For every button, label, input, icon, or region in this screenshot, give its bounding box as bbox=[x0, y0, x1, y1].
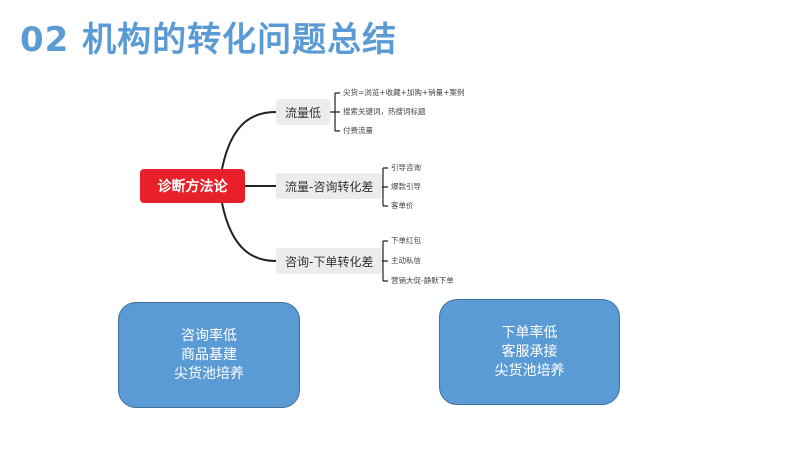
summary-box-inquiry: 咨询率低 商品基建 尖货池培养 bbox=[118, 302, 300, 408]
leaf-1-3: 付费流量 bbox=[343, 126, 373, 135]
leaf-3-2: 主动私信 bbox=[391, 256, 421, 265]
summary-box-inquiry-line-3: 尖货池培养 bbox=[174, 365, 244, 382]
summary-box-inquiry-line-1: 咨询率低 bbox=[181, 327, 237, 344]
leaf-2-3: 客单价 bbox=[391, 201, 414, 210]
summary-box-inquiry-line-2: 商品基建 bbox=[181, 346, 237, 363]
leaf-3-3: 营销大促-静默下单 bbox=[391, 276, 454, 285]
summary-box-order: 下单率低 客服承接 尖货池培养 bbox=[439, 299, 620, 405]
branch-inquiry-order: 咨询-下单转化差 bbox=[276, 248, 383, 274]
connector-root-branch-1 bbox=[221, 111, 277, 170]
leaf-2-1: 引导咨询 bbox=[391, 163, 421, 172]
leaf-bracket-3 bbox=[376, 240, 388, 282]
summary-box-order-line-1: 下单率低 bbox=[501, 324, 558, 341]
leaf-bracket-2 bbox=[376, 167, 388, 207]
leaf-1-2: 搜索关键词，热搜词标题 bbox=[343, 107, 426, 116]
leaf-bracket-1 bbox=[328, 92, 340, 132]
leaf-2-2: 爆款引导 bbox=[391, 182, 421, 191]
summary-box-order-line-3: 尖货池培养 bbox=[494, 362, 565, 379]
summary-box-order-line-2: 客服承接 bbox=[501, 343, 558, 360]
leaf-1-1: 尖货=浏览+收藏+加购+销量+案例 bbox=[343, 88, 465, 97]
connector-root-branch-3 bbox=[221, 202, 277, 262]
mindmap-root: 诊断方法论 bbox=[140, 169, 245, 203]
branch-traffic-inquiry: 流量-咨询转化差 bbox=[276, 173, 383, 199]
branch-traffic-low: 流量低 bbox=[276, 99, 331, 125]
leaf-3-1: 下单红包 bbox=[391, 236, 421, 245]
page-title: 02 机构的转化问题总结 bbox=[20, 20, 398, 60]
